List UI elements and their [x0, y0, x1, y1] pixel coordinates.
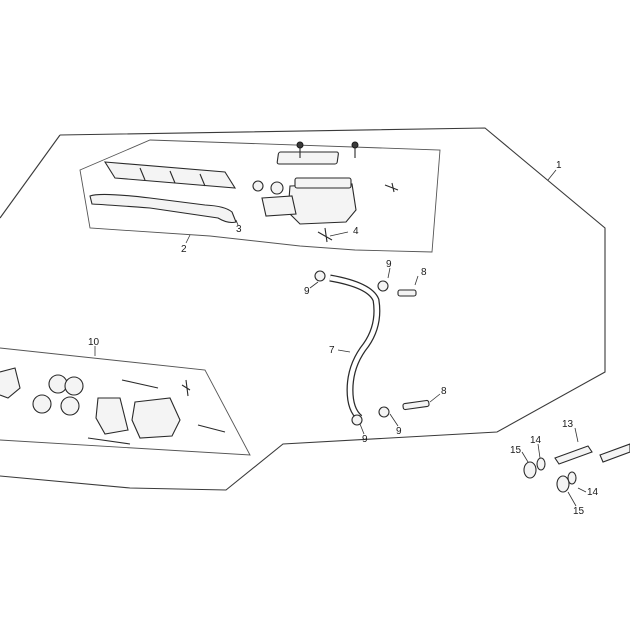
caliper-bracket-left	[0, 367, 21, 399]
callout-4: 4	[353, 226, 359, 237]
callout-9-lower-left: 9	[362, 434, 368, 445]
callout-14-bottom: 14	[587, 487, 599, 498]
brake-hose	[329, 274, 381, 421]
hose-washer-bottom	[351, 414, 363, 426]
master-cylinder-parts	[89, 141, 399, 243]
caliper-panel	[0, 347, 251, 456]
bracket-strip	[103, 161, 237, 189]
switch-part	[252, 180, 264, 192]
assembly-outline-left-edge	[0, 134, 61, 219]
hose-washer-top	[314, 270, 326, 282]
banjo-fitting	[270, 181, 284, 195]
banjo-bolt-top	[397, 289, 417, 297]
hose-washer-upper-right	[377, 280, 389, 292]
piston-seal-1	[48, 374, 68, 394]
callout-labels: 1 2 3 4 7 8 8 9 9 9 9 10 13 14 14 15 15	[88, 160, 599, 517]
callout-14-top: 14	[530, 435, 542, 446]
callout-8-bottom: 8	[441, 386, 447, 397]
caliper-pin	[121, 379, 159, 389]
callout-15-bottom: 15	[573, 506, 585, 517]
piston-seal-4	[60, 396, 80, 416]
fastener-parts	[523, 443, 630, 493]
washer-15b	[556, 475, 570, 493]
washer-14b	[567, 471, 577, 485]
washer-14a	[536, 457, 546, 471]
brake-lever	[89, 193, 237, 224]
callout-9-lower-right: 9	[396, 426, 402, 437]
cylinder-clamp	[261, 195, 297, 217]
piston-seal-2	[64, 376, 84, 396]
callout-3: 3	[236, 224, 242, 235]
reservoir-lid	[276, 151, 339, 165]
piston-seal-3	[32, 394, 52, 414]
bolt-13b	[599, 443, 630, 463]
caliper-parts	[0, 367, 226, 445]
reservoir-body	[287, 183, 357, 225]
brake-pad	[95, 397, 129, 435]
caliper-pin-lower	[87, 437, 131, 445]
callout-15-top: 15	[510, 445, 522, 456]
callout-10: 10	[88, 337, 100, 348]
callout-9-upper-left: 9	[304, 286, 310, 297]
brake-hose-assembly	[314, 270, 430, 426]
assembly-outline	[0, 127, 606, 491]
reservoir-cap	[294, 177, 352, 189]
callout-1: 1	[556, 160, 562, 171]
bolt-13	[554, 445, 593, 465]
hose-washer-lower-right	[378, 406, 390, 418]
washer-15a	[523, 461, 537, 479]
callout-8-top: 8	[421, 267, 427, 278]
callout-9-upper-right: 9	[386, 259, 392, 270]
caliper-body	[131, 397, 181, 439]
callout-13: 13	[562, 419, 574, 430]
leader-lines	[94, 169, 587, 507]
banjo-bolt-bottom	[402, 399, 430, 411]
callout-7: 7	[329, 345, 335, 356]
master-cylinder-panel	[79, 139, 441, 253]
callout-2: 2	[181, 244, 187, 255]
